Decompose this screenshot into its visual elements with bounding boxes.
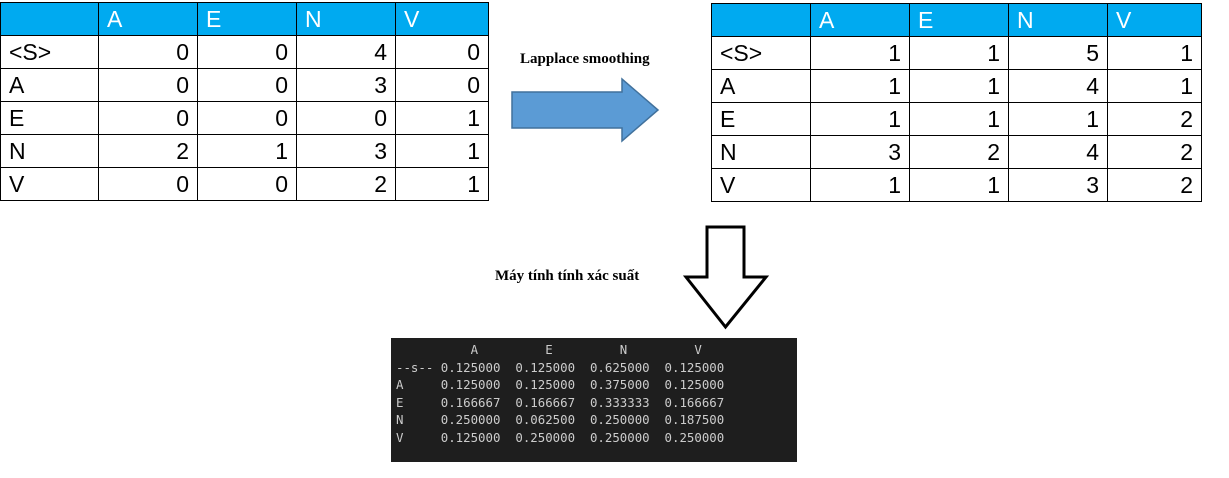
row-label: A [711,69,811,103]
table-row: V 1 1 3 2 [711,168,1202,202]
table-cell: 1 [810,36,910,70]
table-cell: 1 [909,102,1009,136]
table-cell: 2 [98,134,198,168]
table-cell: 1 [810,102,910,136]
table-row: E 0 0 0 1 [0,101,489,135]
table-row: A 0 0 3 0 [0,68,489,102]
right-arrow-icon [511,77,660,143]
row-label: E [0,101,99,135]
console-header-line: A E N V [396,342,702,357]
table-header-row: A E N V [0,2,489,36]
probability-label: Máy tính tính xác suất [495,268,640,284]
table-cell: 3 [296,134,396,168]
table-cell: 1 [810,168,910,202]
table-row: E 1 1 1 2 [711,102,1202,136]
column-header: A [810,3,910,37]
table-cell: 0 [197,35,297,69]
table-header-row: A E N V [711,3,1202,37]
table-cell: 1 [395,101,489,135]
table-cell: 0 [197,101,297,135]
table-cell: 1 [909,168,1009,202]
row-label: A [0,68,99,102]
table-cell: 2 [1107,168,1202,202]
column-header: E [909,3,1009,37]
input-count-table: A E N V <S> 0 0 4 0 A 0 0 3 0 E 0 0 0 1 [0,2,489,201]
table-cell: 1 [909,69,1009,103]
table-cell: 2 [1107,102,1202,136]
column-header: N [1008,3,1108,37]
table-cell: 0 [197,167,297,201]
column-header: E [197,2,297,36]
row-label: <S> [0,35,99,69]
console-row: --s-- 0.125000 0.125000 0.625000 0.12500… [396,359,725,375]
row-label: N [711,135,811,169]
down-arrow-icon [682,225,770,330]
table-cell: 5 [1008,36,1108,70]
table-cell: 1 [395,167,489,201]
table-cell: 0 [197,68,297,102]
table-cell: 2 [909,135,1009,169]
table-row: A 1 1 4 1 [711,69,1202,103]
row-label: N [0,134,99,168]
table-cell: 0 [98,35,198,69]
table-cell: 3 [296,68,396,102]
table-cell: 3 [1008,168,1108,202]
table-corner-cell [0,2,99,36]
table-cell: 1 [909,36,1009,70]
table-cell: 3 [810,135,910,169]
column-header: A [98,2,198,36]
table-cell: 1 [1107,36,1202,70]
row-label: E [711,102,811,136]
table-row: N 2 1 3 1 [0,134,489,168]
column-header: V [395,2,489,36]
table-cell: 4 [296,35,396,69]
row-label: V [711,168,811,202]
table-row: N 3 2 4 2 [711,135,1202,169]
table-cell: 4 [1008,135,1108,169]
table-cell: 1 [1008,102,1108,136]
table-corner-cell [711,3,811,37]
table-cell: 1 [197,134,297,168]
console-row: V 0.125000 0.250000 0.250000 0.250000 [396,429,725,445]
table-row: V 0 0 2 1 [0,167,489,201]
probability-output-console: A E N V --s-- 0.125000 0.125000 0.625000 … [391,338,797,462]
table-row: <S> 0 0 4 0 [0,35,489,69]
table-cell: 1 [395,134,489,168]
row-label: V [0,167,99,201]
console-row: E 0.166667 0.166667 0.333333 0.166667 [396,394,725,410]
table-cell: 2 [1107,135,1202,169]
column-header: N [296,2,396,36]
table-cell: 2 [296,167,396,201]
table-cell: 4 [1008,69,1108,103]
console-row: N 0.250000 0.062500 0.250000 0.187500 [396,412,725,427]
table-cell: 0 [296,101,396,135]
table-cell: 0 [395,35,489,69]
table-cell: 1 [810,69,910,103]
smoothing-label: Lapplace smoothing [520,51,650,67]
table-cell: 1 [1107,69,1202,103]
table-row: <S> 1 1 5 1 [711,36,1202,70]
table-cell: 0 [395,68,489,102]
table-cell: 0 [98,68,198,102]
console-row: A 0.125000 0.125000 0.375000 0.125000 [396,377,725,392]
row-label: <S> [711,36,811,70]
table-cell: 0 [98,167,198,201]
smoothed-count-table: A E N V <S> 1 1 5 1 A 1 1 4 1 E 1 1 1 2 [711,3,1202,202]
table-cell: 0 [98,101,198,135]
column-header: V [1107,3,1202,37]
